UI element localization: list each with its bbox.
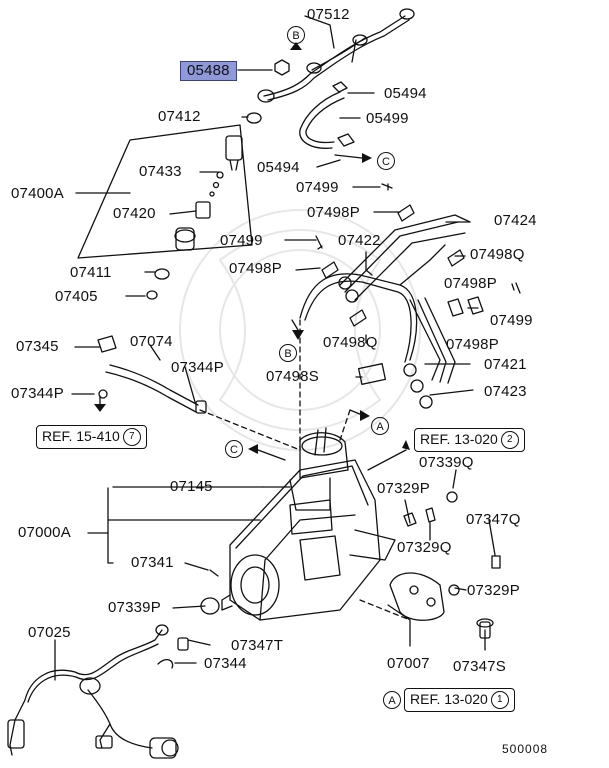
reference-text: REF. 13-020 bbox=[410, 691, 488, 707]
injector-box bbox=[77, 124, 253, 259]
part-label-07498P[interactable]: 07498P bbox=[229, 260, 282, 277]
part-label-07400A[interactable]: 07400A bbox=[11, 185, 64, 202]
part-label-07074[interactable]: 07074 bbox=[130, 333, 173, 350]
wiring-harness-07025 bbox=[7, 624, 179, 759]
part-label-07422[interactable]: 07422 bbox=[338, 232, 381, 249]
marker-a-bottom: A bbox=[383, 691, 401, 709]
part-label-07498P[interactable]: 07498P bbox=[307, 204, 360, 221]
part-label-07499[interactable]: 07499 bbox=[220, 232, 263, 249]
part-label-07025[interactable]: 07025 bbox=[28, 624, 71, 641]
part-label-07498Q[interactable]: 07498Q bbox=[470, 246, 525, 263]
part-label-07512[interactable]: 07512 bbox=[307, 6, 350, 23]
part-label-07412[interactable]: 07412 bbox=[158, 108, 201, 125]
part-label-07498P[interactable]: 07498P bbox=[446, 336, 499, 353]
reference-text: REF. 13-020 bbox=[420, 431, 498, 447]
part-label-07421[interactable]: 07421 bbox=[484, 356, 527, 373]
part-label-07345[interactable]: 07345 bbox=[16, 338, 59, 355]
part-label-07344P[interactable]: 07344P bbox=[11, 385, 64, 402]
part-label-07498P[interactable]: 07498P bbox=[444, 275, 497, 292]
reference-text: REF. 15-410 bbox=[42, 428, 120, 444]
injection-pipe-07512 bbox=[257, 8, 415, 103]
pipe-bundle bbox=[299, 214, 471, 409]
nut-05488 bbox=[274, 59, 290, 76]
part-label-07433[interactable]: 07433 bbox=[139, 163, 182, 180]
hose-05499 bbox=[299, 91, 341, 149]
part-label-07145[interactable]: 07145 bbox=[170, 478, 213, 495]
marker-c-pump: C bbox=[225, 440, 243, 458]
part-label-07339Q[interactable]: 07339Q bbox=[419, 454, 474, 471]
part-label-07499[interactable]: 07499 bbox=[296, 179, 339, 196]
part-label-05494[interactable]: 05494 bbox=[384, 85, 427, 102]
reference-number: 2 bbox=[500, 431, 519, 450]
marker-b-left: B bbox=[279, 344, 297, 362]
diagram-code: 500008 bbox=[502, 742, 549, 756]
part-label-07347Q[interactable]: 07347Q bbox=[466, 511, 521, 528]
injection-pump bbox=[221, 427, 396, 621]
part-label-07347T[interactable]: 07347T bbox=[231, 637, 284, 654]
part-label-07498S[interactable]: 07498S bbox=[266, 368, 319, 385]
marker-c-mid: C bbox=[377, 152, 395, 170]
part-label-07420[interactable]: 07420 bbox=[113, 205, 156, 222]
part-label-07007[interactable]: 07007 bbox=[387, 655, 430, 672]
part-label-07347S[interactable]: 07347S bbox=[453, 658, 506, 675]
part-label-07411[interactable]: 07411 bbox=[70, 264, 112, 281]
reference-number: 1 bbox=[490, 691, 509, 710]
part-label-07329P[interactable]: 07329P bbox=[467, 582, 520, 599]
part-label-07498Q[interactable]: 07498Q bbox=[323, 334, 378, 351]
reference-number: 7 bbox=[122, 428, 141, 447]
part-label-07424[interactable]: 07424 bbox=[494, 212, 537, 229]
part-label-05499[interactable]: 05499 bbox=[366, 110, 409, 127]
part-label-07329P[interactable]: 07329P bbox=[377, 480, 430, 497]
part-label-07344[interactable]: 07344 bbox=[204, 655, 247, 672]
part-label-07499[interactable]: 07499 bbox=[490, 312, 533, 329]
part-label-07405[interactable]: 07405 bbox=[55, 288, 98, 305]
injector-nozzle bbox=[174, 135, 243, 251]
part-label-07344P[interactable]: 07344P bbox=[171, 359, 224, 376]
washer-07411 bbox=[154, 268, 170, 280]
part-label-05494[interactable]: 05494 bbox=[257, 159, 300, 176]
part-label-07000A[interactable]: 07000A bbox=[18, 524, 71, 541]
part-label-07341[interactable]: 07341 bbox=[131, 554, 174, 571]
part-label-07339P[interactable]: 07339P bbox=[108, 599, 161, 616]
marker-b-top: B bbox=[287, 26, 305, 44]
part-label-07329Q[interactable]: 07329Q bbox=[397, 539, 452, 556]
marker-a-mid: A bbox=[371, 417, 389, 435]
washer-07405 bbox=[146, 290, 158, 300]
part-label-07423[interactable]: 07423 bbox=[484, 383, 527, 400]
part-label-05488-highlighted[interactable]: 05488 bbox=[180, 61, 237, 81]
